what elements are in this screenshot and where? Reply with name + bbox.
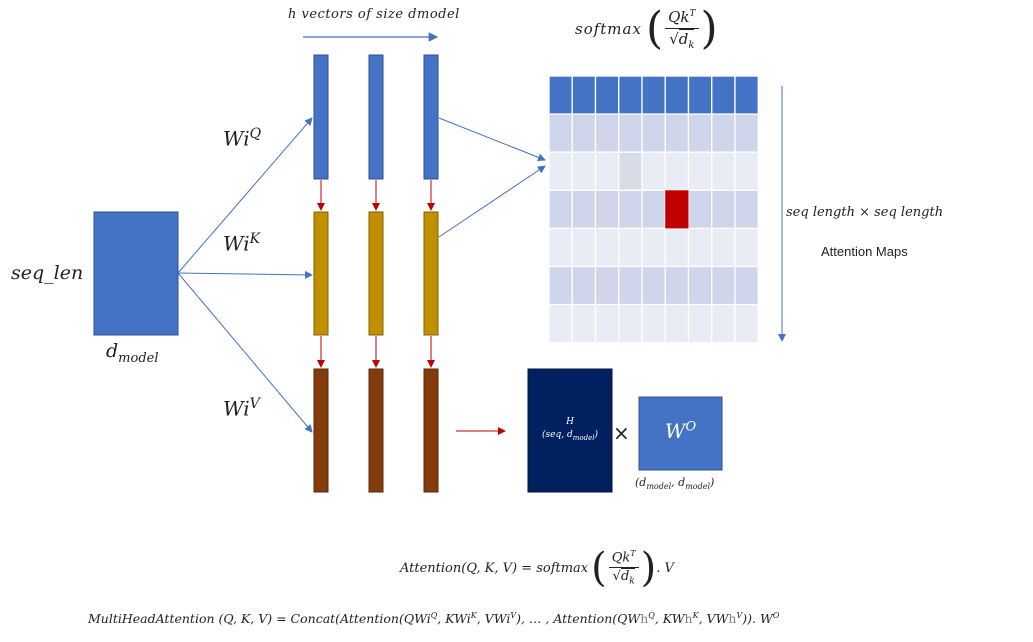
value-vector [423, 368, 439, 493]
key-vector [368, 211, 384, 336]
weight-value-label: WiV [223, 396, 260, 421]
map-cell [711, 265, 736, 306]
map-cell [618, 303, 643, 344]
output-dims-label: (dmodel, dmodel) [635, 476, 715, 492]
map-header-cell [618, 75, 643, 115]
map-cell [711, 113, 736, 153]
output-weight-block [638, 396, 723, 471]
map-cell [687, 303, 713, 344]
map-cell [711, 227, 736, 268]
key-to-map-arrow [438, 165, 546, 238]
map-header-cell [711, 75, 736, 115]
map-cell [548, 189, 573, 230]
map-cell [571, 303, 597, 344]
map-header-cell [664, 75, 690, 115]
arrow-to-key [177, 270, 313, 279]
map-cell [664, 113, 690, 153]
map-cell [711, 303, 736, 344]
map-cell [594, 151, 620, 191]
highlighted-attention-cell [665, 190, 689, 229]
map-header-cell [571, 75, 597, 115]
top-label: h vectors of size dmodel [288, 7, 460, 22]
map-cell [687, 265, 713, 306]
softmax-header: softmax ( QkT √dk ) [575, 3, 718, 54]
map-cell [734, 151, 759, 191]
map-cell [687, 113, 713, 153]
map-dims-label: seq length × seq length [786, 205, 944, 220]
map-cell [571, 227, 597, 268]
seq-len-label: seq_len [11, 262, 84, 284]
map-cell [734, 303, 759, 344]
map-cell [641, 227, 666, 268]
key-vector [423, 211, 439, 336]
map-cell [687, 151, 713, 191]
concat-block [527, 368, 613, 493]
map-header-cell [734, 75, 759, 115]
map-cell [571, 265, 597, 306]
arrow-to-query [177, 117, 313, 274]
value-vector [313, 368, 329, 493]
map-cell [734, 113, 759, 153]
query-vector [313, 54, 329, 180]
map-cell [664, 151, 690, 191]
map-cell [711, 189, 736, 230]
map-cell [618, 265, 643, 306]
map-cell [711, 151, 736, 191]
map-cell [594, 113, 620, 153]
map-cell [687, 189, 713, 230]
map-cell [664, 265, 690, 306]
map-cell [594, 265, 620, 306]
map-cell [734, 189, 759, 230]
attention-map-grid [548, 75, 759, 344]
value-vector [368, 368, 384, 493]
input-matrix [93, 211, 179, 336]
map-cell [548, 113, 573, 153]
map-cell [687, 227, 713, 268]
map-cell [641, 265, 666, 306]
weight-query-label: WiQ [223, 126, 262, 151]
map-cell [571, 189, 597, 230]
map-cell [548, 265, 573, 306]
formula-fraction: QkT √dk [608, 549, 639, 587]
concat-block-label: H (seq, dmodel) [542, 417, 598, 442]
map-header-cell [641, 75, 666, 115]
map-cell [734, 227, 759, 268]
output-weight-label: WO [664, 419, 697, 443]
softmax-fraction: QkT √dk [665, 8, 699, 51]
query-vector [423, 54, 439, 180]
map-header-cell [548, 75, 573, 115]
map-cell [641, 303, 666, 344]
map-cell [641, 113, 666, 153]
map-cell [641, 151, 666, 191]
d-model-label: dmodel [106, 340, 159, 366]
map-header-cell [687, 75, 713, 115]
attention-maps-caption: Attention Maps [821, 244, 908, 259]
map-cell [641, 189, 666, 230]
map-cell [618, 189, 643, 230]
map-cell [594, 303, 620, 344]
map-cell [618, 227, 643, 268]
map-cell [664, 227, 690, 268]
map-cell [734, 265, 759, 306]
map-cell [618, 113, 643, 153]
weight-key-label: WiK [223, 231, 261, 256]
map-cell [571, 113, 597, 153]
map-cell [594, 189, 620, 230]
map-cell [571, 151, 597, 191]
map-cell [548, 151, 573, 191]
attention-formula: Attention(Q, K, V) = softmax ( QkT √dk )… [400, 545, 674, 591]
map-cell [548, 303, 573, 344]
key-vector [313, 211, 329, 336]
multihead-formula: MultiHeadAttention (Q, K, V) = Concat(At… [88, 611, 780, 627]
map-cell [548, 227, 573, 268]
map-cell [594, 227, 620, 268]
query-to-map-arrow [438, 117, 546, 162]
map-cell [664, 303, 690, 344]
map-header-cell [594, 75, 620, 115]
arrow-to-value [177, 272, 313, 433]
map-cell [618, 151, 643, 191]
query-vector [368, 54, 384, 180]
times-symbol: × [613, 421, 630, 445]
